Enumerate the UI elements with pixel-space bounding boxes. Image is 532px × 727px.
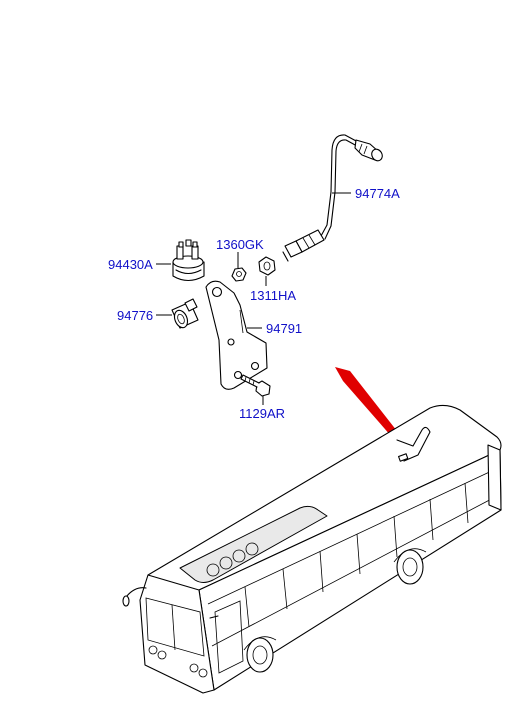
- label-94430A: 94430A: [108, 257, 153, 272]
- pressure-sender: [172, 239, 205, 282]
- label-94791: 94791: [266, 321, 302, 336]
- part-labels: 94774A 94430A 1360GK 1311HA 94776 94791 …: [108, 186, 400, 421]
- adapter: [171, 298, 199, 329]
- red-pointer-arrow-icon: [335, 367, 404, 444]
- washer: [231, 267, 247, 282]
- sensor-harness: [282, 134, 383, 262]
- label-1129AR: 1129AR: [239, 406, 285, 421]
- nut: [258, 256, 276, 276]
- label-1360GK: 1360GK: [216, 237, 264, 252]
- bracket: [205, 280, 268, 390]
- label-94776: 94776: [117, 308, 153, 323]
- bolt: [240, 374, 271, 397]
- bus-icon: [122, 404, 502, 694]
- label-1311HA: 1311HA: [250, 288, 296, 303]
- leader-lines: [156, 192, 351, 405]
- label-94774A: 94774A: [355, 186, 400, 201]
